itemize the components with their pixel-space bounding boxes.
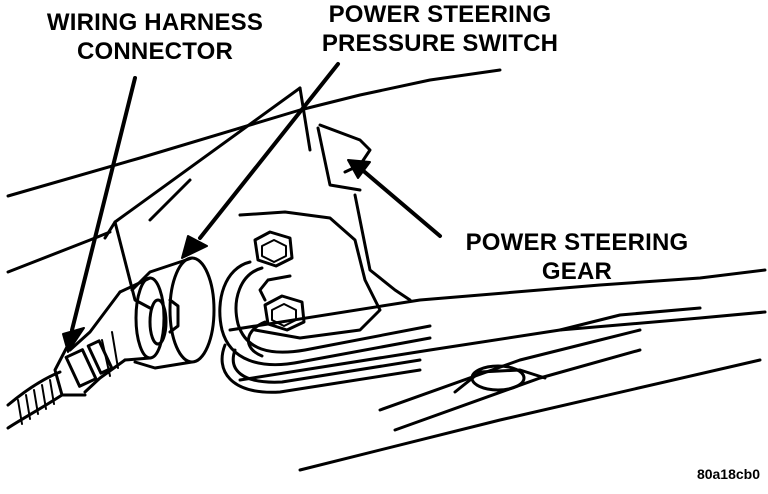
callout-switch-line2: PRESSURE SWITCH [321, 30, 559, 57]
callout-gear-line1: POWER STEERING [465, 229, 689, 256]
leader-steering-gear [358, 166, 442, 238]
callout-switch-line1: POWER STEERING [328, 1, 552, 28]
callout-pressure-switch: POWER STEERING PRESSURE SWITCH [300, 0, 580, 58]
pressure-switch [118, 256, 216, 370]
callout-wiring-line1: WIRING HARNESS [46, 9, 264, 36]
arrowhead-pressure-switch [181, 235, 208, 259]
gear-housing [238, 210, 382, 340]
hydraulic-lines [218, 260, 432, 394]
steering-gear-rack [228, 268, 767, 472]
leader-pressure-switch [198, 62, 340, 240]
callout-wiring-line2: CONNECTOR [76, 38, 234, 65]
wiring-harness-connector [6, 290, 127, 430]
arrowhead-wiring-connector [62, 327, 85, 353]
callout-wiring-harness-connector: WIRING HARNESS CONNECTOR [30, 8, 280, 66]
figure-id: 80a18cb0 [696, 466, 760, 482]
leader-arrows [62, 62, 442, 353]
leader-wiring-connector [70, 76, 137, 332]
callout-steering-gear: POWER STEERING GEAR [446, 228, 708, 286]
background-body-lines [6, 68, 502, 310]
arrowhead-steering-gear [347, 159, 371, 179]
callout-gear-line2: GEAR [541, 258, 613, 285]
